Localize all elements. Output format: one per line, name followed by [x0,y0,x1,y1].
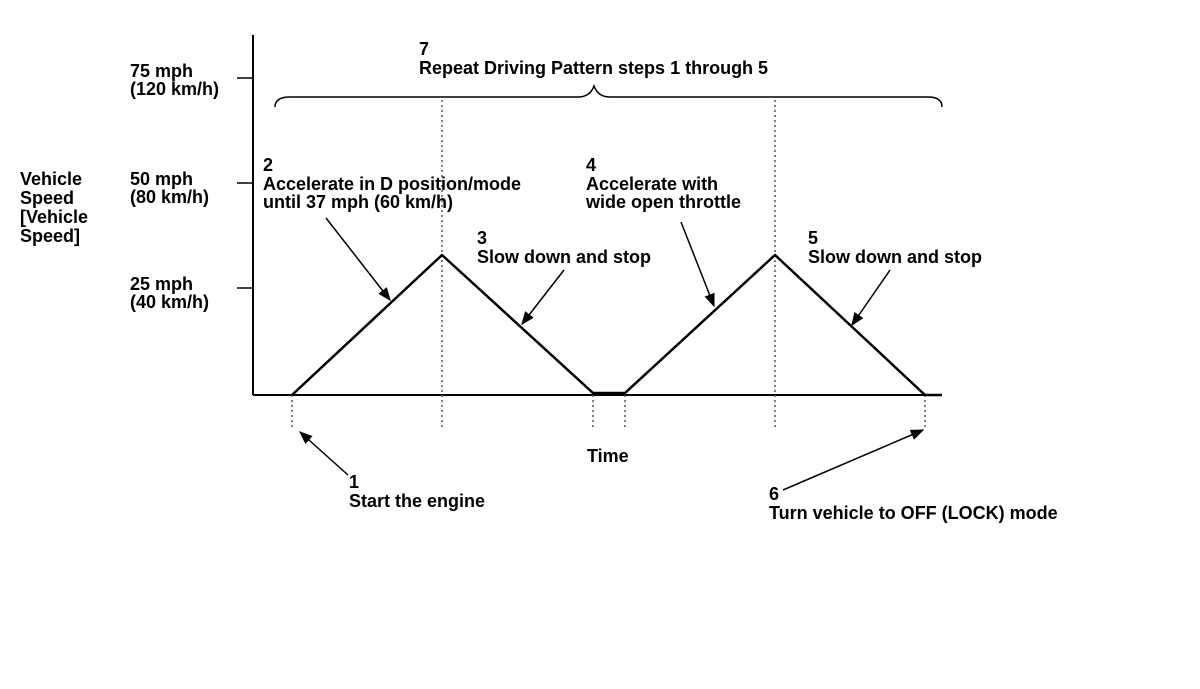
arrow-step-1 [298,431,349,476]
step-7-text: Repeat Driving Pattern steps 1 through 5 [419,58,769,78]
step-7-number: 7 [419,39,430,59]
step-2-text: Accelerate in D position/mode until 37 m… [263,174,522,212]
step-6-number: 6 [769,484,780,504]
step-2-number: 2 [263,155,274,175]
y-tick-label-50-mph: 50 mph [130,169,194,189]
y-tick-label-80-kmh: (80 km/h) [130,187,210,207]
step-3-number: 3 [477,228,488,248]
arrow-step-6 [782,429,925,491]
step-4-number: 4 [586,155,597,175]
step-1-number: 1 [349,472,360,492]
y-axis-title: Vehicle Speed [Vehicle Speed] [20,169,89,246]
x-axis-title: Time [587,446,629,466]
arrow-step-3 [521,269,565,326]
arrow-step-5 [851,269,891,327]
step-5-number: 5 [808,228,819,248]
y-tick-label-40-kmh: (40 km/h) [130,292,210,312]
step-4-text: Accelerate with wide open throttle [586,174,741,212]
step-3-text: Slow down and stop [477,247,651,267]
y-tick-label-25-mph: 25 mph [130,274,194,294]
repeat-brace [274,83,943,108]
y-tick-label-75-mph: 75 mph [130,61,194,81]
arrow-step-4 [680,221,715,308]
y-tick-label-120-kmh: (120 km/h) [130,79,220,99]
arrow-step-2 [325,217,391,302]
speed-profile-line [291,253,942,397]
step-6-text: Turn vehicle to OFF (LOCK) mode [769,503,1058,523]
step-5-text: Slow down and stop [808,247,982,267]
step-1-text: Start the engine [349,491,486,511]
